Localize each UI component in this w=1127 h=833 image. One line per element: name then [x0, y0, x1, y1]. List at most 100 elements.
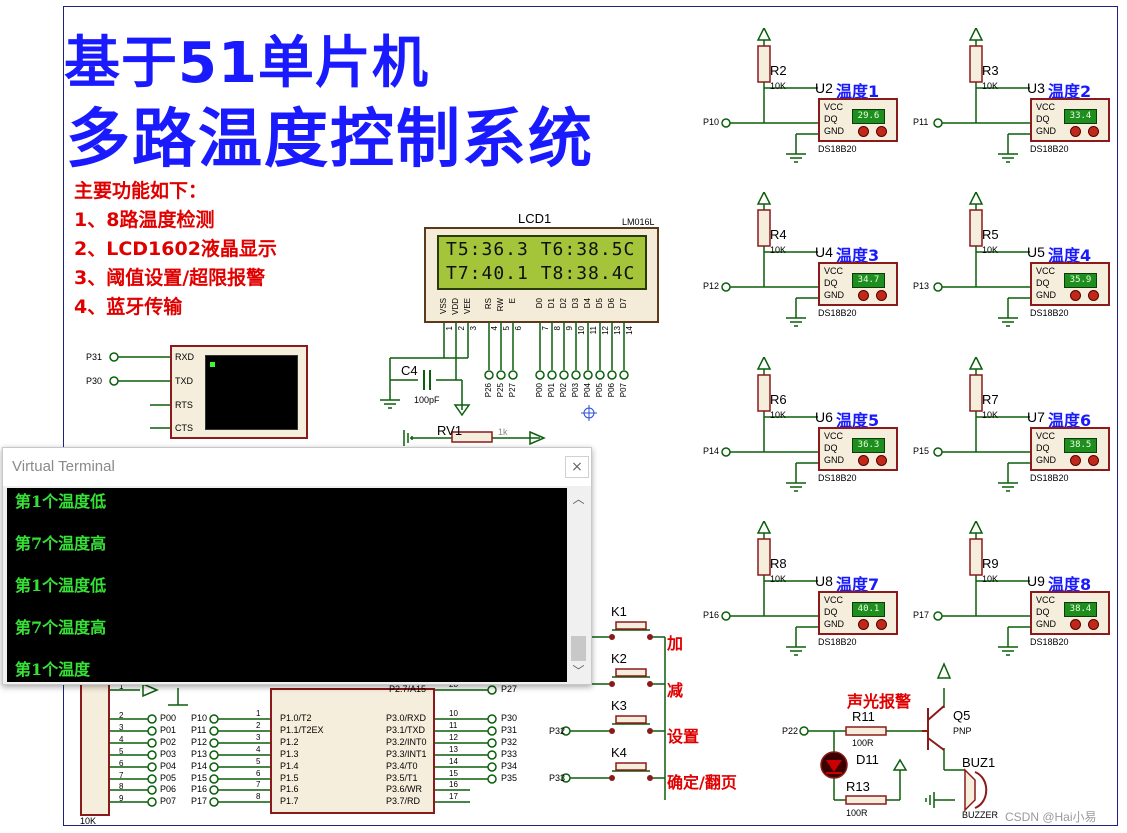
serial-screen: [205, 355, 298, 430]
sensor-ref: U4: [815, 244, 833, 260]
resistor-value: 10K: [770, 410, 787, 420]
mcu-right-port: P34: [501, 761, 518, 771]
mcu-left-port: P12: [191, 737, 208, 747]
sensor-decrease-button[interactable]: [858, 619, 869, 630]
scroll-thumb[interactable]: [571, 636, 586, 661]
sensor-decrease-button[interactable]: [858, 126, 869, 137]
sensor-wiring: [721, 357, 818, 492]
button-k4-ref: K4: [611, 745, 627, 760]
sensor-model: DS18B20: [1030, 473, 1069, 483]
button-k2[interactable]: [612, 665, 652, 689]
scroll-down-icon[interactable]: ﹀: [572, 664, 585, 678]
lcd-pin-label: VDD: [451, 298, 460, 315]
terminal-scrollbar[interactable]: ︿ ﹀: [568, 488, 589, 682]
sensor-increase-button[interactable]: [876, 619, 887, 630]
sensor-gnd-label: GND: [824, 290, 844, 300]
sensor-model: DS18B20: [1030, 637, 1069, 647]
r13-ref: R13: [846, 779, 870, 794]
sensor-wiring: [933, 28, 1030, 163]
mcu-right-pin: P3.3/INT1: [386, 749, 427, 759]
sensor-increase-button[interactable]: [876, 290, 887, 301]
r11-value: 100R: [852, 738, 874, 748]
scroll-up-icon[interactable]: ︿: [572, 492, 585, 506]
mcu-right-pin-number: 13: [449, 745, 458, 754]
rpack-pin-number: 9: [119, 794, 124, 803]
sensor-decrease-button[interactable]: [1070, 619, 1081, 630]
rpack-value: 10K: [80, 816, 97, 826]
sensor-model: DS18B20: [818, 308, 857, 318]
sensor-vcc-label: VCC: [1036, 266, 1056, 276]
sensor-dq-label: DQ: [824, 114, 838, 124]
sensor-dq-label: DQ: [824, 278, 838, 288]
serial-pin-txd: TXD: [175, 376, 193, 386]
sensor-increase-button[interactable]: [876, 455, 887, 466]
mcu-8051: [270, 688, 435, 814]
lcd-pin-number: 11: [589, 326, 598, 335]
sensor-model: DS18B20: [1030, 144, 1069, 154]
mcu-left-port: P10: [191, 713, 208, 723]
lcd-screen: [437, 235, 647, 290]
lcd-pin-number: 5: [502, 326, 511, 331]
q5-ref: Q5: [953, 708, 971, 723]
lcd-port-label: P07: [619, 383, 628, 398]
sensor-port: P11: [913, 117, 929, 127]
rpack-port-label: P07: [160, 796, 177, 806]
sensor-increase-button[interactable]: [1088, 126, 1099, 137]
button-k3[interactable]: [612, 712, 652, 736]
lcd-pin-label: RS: [484, 298, 493, 310]
resistor-ref: R9: [982, 556, 999, 571]
mcu-right-pin-number: 15: [449, 769, 458, 778]
sensor-model: DS18B20: [1030, 308, 1069, 318]
sensor-increase-button[interactable]: [1088, 455, 1099, 466]
mcu-right-pin-number: 17: [449, 792, 458, 801]
rpack-pin-number: 5: [119, 747, 124, 756]
button-k4[interactable]: [612, 759, 652, 783]
button-k1[interactable]: [612, 618, 652, 642]
serial-pin-cts: CTS: [175, 423, 193, 433]
sensor-decrease-button[interactable]: [1070, 126, 1081, 137]
virtual-terminal-title: Virtual Terminal: [12, 458, 115, 475]
terminal-line: 第7个温度高: [15, 534, 107, 553]
c4-value: 100pF: [414, 395, 440, 405]
lcd-port-label: P06: [607, 383, 616, 398]
lcd-port-label: P00: [535, 383, 544, 398]
sensor-dq-label: DQ: [1036, 114, 1050, 124]
sensor-vcc-label: VCC: [824, 595, 844, 605]
sensor-wiring: [933, 357, 1030, 492]
lcd-pin-number: 9: [565, 326, 574, 331]
sensor-gnd-label: GND: [1036, 619, 1056, 629]
schematic-frame: [63, 6, 1118, 826]
sensor-increase-button[interactable]: [1088, 619, 1099, 630]
close-button[interactable]: ×: [565, 456, 589, 478]
sensor-name: 温度3: [836, 246, 880, 265]
terminal-output[interactable]: 第1个温度低 第7个温度高 第1个温度低 第7个温度高 第1个温度: [7, 488, 567, 682]
rpack-pin-number: 4: [119, 735, 124, 744]
button-k3-port: P32: [549, 726, 566, 736]
mcu-right-pin: P3.6/WR: [386, 784, 423, 794]
lcd-pin-number: 1: [445, 326, 454, 331]
resistor-ref: R5: [982, 227, 999, 242]
button-k3-label: 设置: [667, 727, 700, 746]
rpack-port-label: P01: [160, 725, 177, 735]
resistor-value: 10K: [982, 81, 999, 91]
sensor-decrease-button[interactable]: [858, 290, 869, 301]
rpack-pin-number: 6: [119, 759, 124, 768]
resistor-value: 10K: [770, 574, 787, 584]
sensor-decrease-button[interactable]: [1070, 290, 1081, 301]
sensor-decrease-button[interactable]: [1070, 455, 1081, 466]
serial-port-p31: P31: [86, 352, 103, 362]
mcu-right-pin-number: 10: [449, 709, 458, 718]
sensor-increase-button[interactable]: [876, 126, 887, 137]
sensor-increase-button[interactable]: [1088, 290, 1099, 301]
mcu-right-pin-number: 11: [449, 721, 458, 730]
virtual-terminal-titlebar[interactable]: [3, 448, 591, 486]
mcu-left-pin: P1.2: [280, 737, 299, 747]
sensor-temp-display: 36.3: [852, 438, 885, 453]
mcu-left-pin: P1.5: [280, 773, 299, 783]
lcd-line-1: T5:36.3 T6:38.5C: [446, 239, 636, 260]
rpack-port-label: P05: [160, 773, 177, 783]
sensor-decrease-button[interactable]: [858, 455, 869, 466]
lcd-pin-label: E: [508, 298, 517, 304]
rpack-port-label: P02: [160, 737, 177, 747]
sensor-vcc-label: VCC: [1036, 595, 1056, 605]
